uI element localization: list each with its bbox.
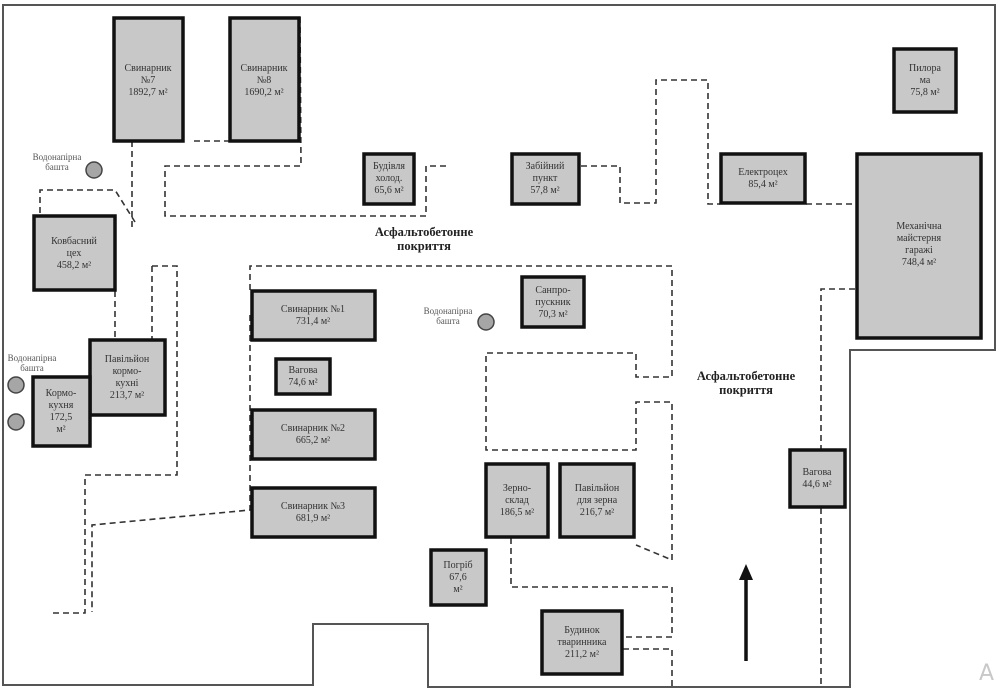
building-kormokukhnia [31, 375, 92, 448]
water-tower-icon [85, 161, 103, 179]
site-boundary [2, 4, 996, 688]
path [39, 189, 136, 243]
buildings [31, 16, 983, 676]
building-pavilion-zerna [558, 462, 636, 539]
building-budivlia-kholod [362, 152, 416, 206]
north-arrow-icon [739, 564, 753, 661]
water-tower-icon [7, 376, 25, 394]
path [249, 265, 673, 562]
paths [39, 16, 855, 687]
path [510, 538, 673, 687]
building-pogrib [429, 548, 488, 607]
building-zabiinyi-punkt [510, 152, 581, 206]
building-kovbasnyi-tsekh [32, 214, 117, 292]
water-tower-icon [7, 413, 25, 431]
building-svynarnyk-8 [228, 16, 301, 143]
building-budynok-tvarynnyka [540, 609, 624, 676]
building-sanpropusknyk [520, 275, 586, 329]
building-vagova-2 [788, 448, 847, 509]
path [50, 265, 178, 614]
building-svynarnyk-7 [112, 16, 185, 143]
path [820, 288, 855, 687]
watermark: A [978, 661, 994, 686]
building-svynarnyk-3 [250, 486, 377, 539]
water-tower-icon [477, 313, 495, 331]
building-pavilion-kormokukhni [88, 338, 167, 417]
building-zernosklad [484, 462, 550, 539]
building-mekh-maisternia [855, 152, 983, 340]
building-svynarnyk-1 [250, 289, 377, 342]
building-elektrotsekh [719, 152, 807, 205]
building-vagova-1 [274, 357, 332, 396]
building-pylorama [892, 47, 958, 114]
path [164, 16, 447, 217]
water-towers [7, 161, 495, 431]
path [581, 79, 855, 205]
path [91, 315, 251, 612]
building-svynarnyk-2 [250, 408, 377, 461]
